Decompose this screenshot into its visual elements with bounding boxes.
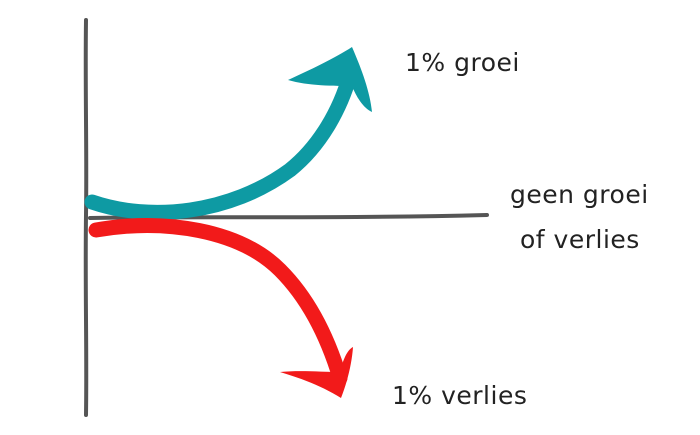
loss-curve (88, 218, 348, 386)
loss-arrowhead (280, 347, 353, 398)
baseline-label-line2: of verlies (520, 225, 640, 254)
growth-arrowhead (288, 47, 372, 112)
vertical-axis (83, 18, 89, 417)
loss-label: 1% verlies (392, 381, 527, 410)
growth-curve (84, 67, 358, 220)
growth-label: 1% groei (405, 48, 520, 77)
baseline-label-line1: geen groei (510, 180, 649, 209)
